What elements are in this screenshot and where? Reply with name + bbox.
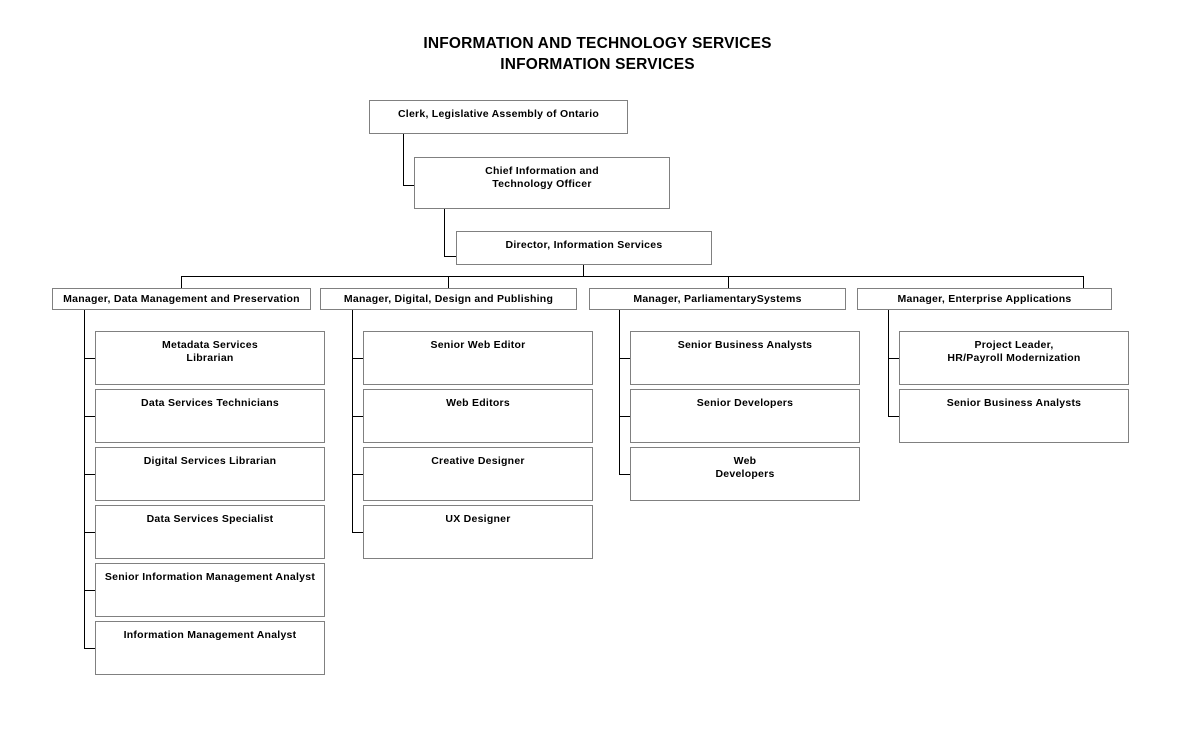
node-cito-label-line-1: Chief Information and bbox=[485, 165, 599, 177]
connector-branch-1-report-5 bbox=[84, 590, 95, 591]
branch-4-report-2-line-1: Senior Business Analysts bbox=[946, 397, 1082, 409]
node-metadata-services-librarian[interactable]: Metadata Services Librarian bbox=[95, 331, 325, 385]
connector-branch-3-report-1 bbox=[619, 358, 630, 359]
manager-4-label: Manager, Enterprise Applications bbox=[897, 293, 1072, 305]
branch-1-report-1-line-2: Librarian bbox=[186, 352, 234, 364]
connector-bus-to-manager-3 bbox=[728, 276, 729, 288]
node-director-information-services[interactable]: Director, Information Services bbox=[456, 231, 712, 265]
node-data-services-specialist[interactable]: Data Services Specialist bbox=[95, 505, 325, 559]
node-cito-label-line-2: Technology Officer bbox=[492, 178, 592, 190]
connector-manager-bus bbox=[181, 276, 1083, 277]
manager-1-label: Manager, Data Management and Preservatio… bbox=[63, 293, 300, 305]
node-senior-web-editor[interactable]: Senior Web Editor bbox=[363, 331, 593, 385]
connector-clerk-to-cito-vertical bbox=[403, 134, 404, 185]
branch-2-report-4-line-1: UX Designer bbox=[445, 513, 511, 525]
node-web-developers[interactable]: Web Developers bbox=[630, 447, 860, 501]
connector-branch-2-report-4 bbox=[352, 532, 363, 533]
node-information-management-analyst[interactable]: Information Management Analyst bbox=[95, 621, 325, 675]
connector-branch-1-report-4 bbox=[84, 532, 95, 533]
node-digital-services-librarian[interactable]: Digital Services Librarian bbox=[95, 447, 325, 501]
branch-4-report-1-line-2: HR/Payroll Modernization bbox=[947, 352, 1081, 364]
node-data-services-technicians[interactable]: Data Services Technicians bbox=[95, 389, 325, 443]
chart-title-line-1: INFORMATION AND TECHNOLOGY SERVICES bbox=[423, 35, 772, 52]
connector-branch-4-report-1 bbox=[888, 358, 899, 359]
node-clerk-label: Clerk, Legislative Assembly of Ontario bbox=[397, 108, 600, 120]
connector-cito-to-director-vertical bbox=[444, 209, 445, 256]
connector-branch-1-report-6 bbox=[84, 648, 95, 649]
node-director-label: Director, Information Services bbox=[505, 239, 663, 251]
connector-spine-branch-1 bbox=[84, 310, 85, 648]
branch-3-report-3-line-1: Web bbox=[733, 455, 757, 467]
connector-branch-2-report-1 bbox=[352, 358, 363, 359]
node-clerk[interactable]: Clerk, Legislative Assembly of Ontario bbox=[369, 100, 628, 134]
branch-4-report-1-line-1: Project Leader, bbox=[974, 339, 1054, 351]
branch-1-report-5-line-1: Senior Information Management Analyst bbox=[104, 571, 316, 583]
branch-1-report-3-line-1: Digital Services Librarian bbox=[143, 455, 277, 467]
connector-bus-to-manager-2 bbox=[448, 276, 449, 288]
branch-3-report-1-line-1: Senior Business Analysts bbox=[677, 339, 813, 351]
branch-3-report-2-line-1: Senior Developers bbox=[696, 397, 794, 409]
branch-2-report-1-line-1: Senior Web Editor bbox=[430, 339, 526, 351]
connector-branch-1-report-1 bbox=[84, 358, 95, 359]
connector-spine-branch-3 bbox=[619, 310, 620, 474]
node-creative-designer[interactable]: Creative Designer bbox=[363, 447, 593, 501]
connector-branch-2-report-3 bbox=[352, 474, 363, 475]
connector-clerk-to-cito-horizontal bbox=[403, 185, 415, 186]
node-senior-developers[interactable]: Senior Developers bbox=[630, 389, 860, 443]
connector-branch-4-report-2 bbox=[888, 416, 899, 417]
connector-branch-3-report-2 bbox=[619, 416, 630, 417]
node-manager-enterprise-applications[interactable]: Manager, Enterprise Applications bbox=[857, 288, 1112, 310]
node-manager-digital-design-and-publishing[interactable]: Manager, Digital, Design and Publishing bbox=[320, 288, 577, 310]
manager-3-label: Manager, ParliamentarySystems bbox=[633, 293, 802, 305]
node-manager-parliamentary-systems[interactable]: Manager, ParliamentarySystems bbox=[589, 288, 846, 310]
branch-2-report-3-line-1: Creative Designer bbox=[431, 455, 525, 467]
branch-1-report-2-line-1: Data Services Technicians bbox=[141, 397, 279, 409]
branch-1-report-4-line-1: Data Services Specialist bbox=[146, 513, 274, 525]
chart-title: INFORMATION AND TECHNOLOGY SERVICES INFO… bbox=[0, 33, 1195, 75]
connector-bus-to-manager-1 bbox=[181, 276, 182, 288]
connector-director-to-bus-vertical bbox=[583, 265, 584, 276]
node-ux-designer[interactable]: UX Designer bbox=[363, 505, 593, 559]
connector-branch-1-report-2 bbox=[84, 416, 95, 417]
branch-1-report-1-line-1: Metadata Services bbox=[162, 339, 258, 351]
node-senior-business-analysts-enterprise[interactable]: Senior Business Analysts bbox=[899, 389, 1129, 443]
node-web-editors[interactable]: Web Editors bbox=[363, 389, 593, 443]
chart-title-line-2: INFORMATION SERVICES bbox=[500, 56, 695, 73]
connector-bus-to-manager-4 bbox=[1083, 276, 1084, 288]
branch-1-report-6-line-1: Information Management Analyst bbox=[123, 629, 297, 641]
manager-2-label: Manager, Digital, Design and Publishing bbox=[343, 293, 554, 305]
node-manager-data-management-and-preservation[interactable]: Manager, Data Management and Preservatio… bbox=[52, 288, 311, 310]
node-senior-information-management-analyst[interactable]: Senior Information Management Analyst bbox=[95, 563, 325, 617]
node-chief-information-technology-officer[interactable]: Chief Information and Technology Officer bbox=[414, 157, 670, 209]
connector-spine-branch-4 bbox=[888, 310, 889, 416]
connector-cito-to-director-horizontal bbox=[444, 256, 457, 257]
connector-branch-2-report-2 bbox=[352, 416, 363, 417]
branch-3-report-3-line-2: Developers bbox=[715, 468, 775, 480]
connector-branch-1-report-3 bbox=[84, 474, 95, 475]
connector-branch-3-report-3 bbox=[619, 474, 630, 475]
node-project-leader-hr-payroll-modernization[interactable]: Project Leader, HR/Payroll Modernization bbox=[899, 331, 1129, 385]
branch-2-report-2-line-1: Web Editors bbox=[446, 397, 510, 409]
connector-spine-branch-2 bbox=[352, 310, 353, 532]
node-senior-business-analysts-parliamentary[interactable]: Senior Business Analysts bbox=[630, 331, 860, 385]
